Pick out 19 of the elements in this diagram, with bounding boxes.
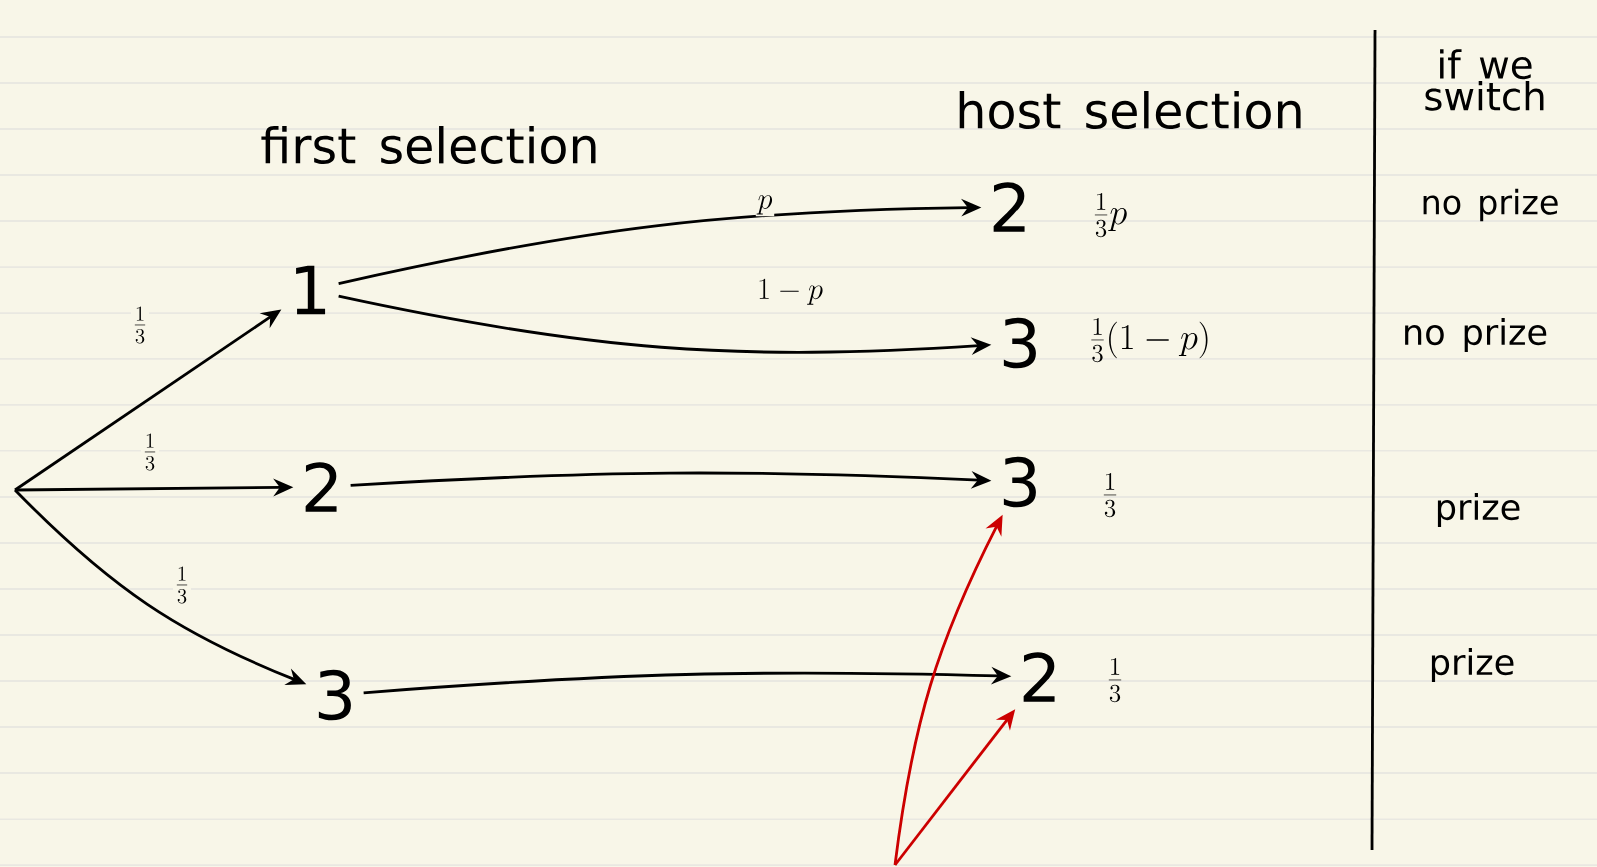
- number: 3: [1003, 317, 1036, 369]
- number: 2: [993, 182, 1025, 232]
- probability: $\frac{1}{3}(1-p)$: [1091, 317, 1208, 363]
- heading: first selection: [261, 126, 596, 165]
- edge-label: $1-p$: [755, 277, 825, 307]
- probability: $\frac{1}{3}$: [1108, 657, 1122, 703]
- heading: host selection: [959, 91, 1301, 130]
- outcome-label: prize: [1437, 493, 1520, 527]
- outcome-label: no prize: [1423, 188, 1558, 222]
- probability: $\frac{1}{3}p$: [1094, 192, 1127, 238]
- number: 3: [1003, 456, 1036, 508]
- heading: if we switch: [1425, 49, 1544, 111]
- number: 2: [1023, 652, 1055, 702]
- outcome-label: prize: [1431, 648, 1514, 682]
- number: 2: [305, 462, 337, 512]
- outcome-label: no prize: [1405, 318, 1547, 352]
- number: 1: [296, 265, 326, 315]
- probability: $\frac{1}{3}$: [1103, 472, 1117, 518]
- number: 3: [318, 669, 351, 721]
